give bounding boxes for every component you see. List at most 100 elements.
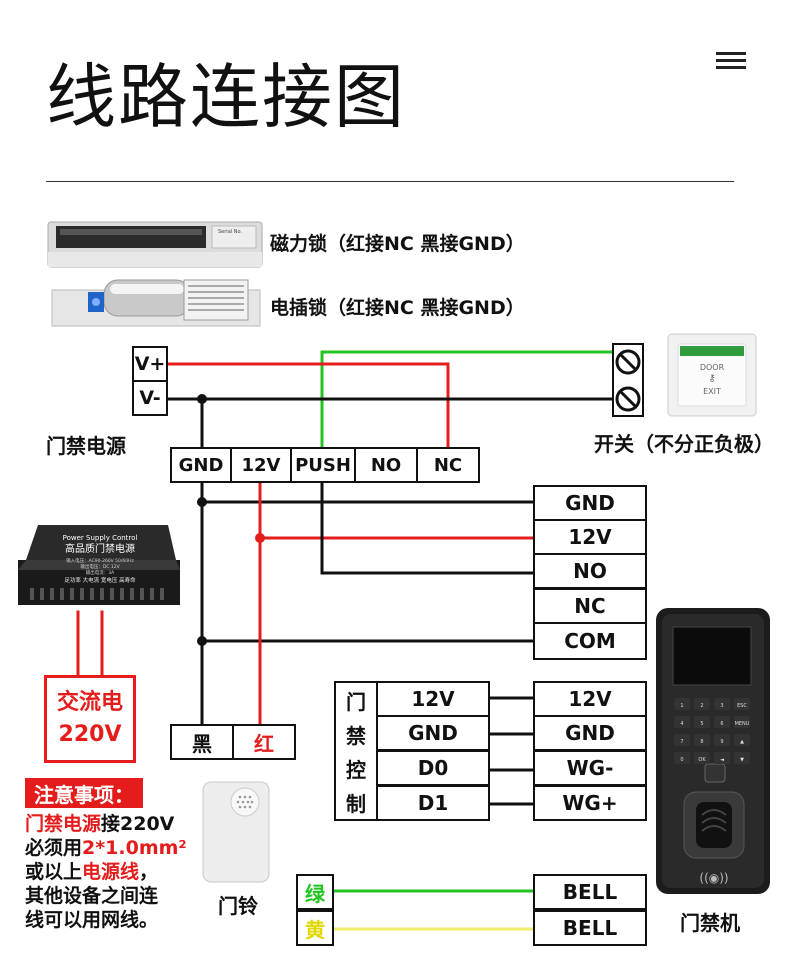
lock-terminal-no: NO (354, 447, 418, 483)
magnetic-lock-label: 磁力锁（红接NC 黑接GND） (270, 233, 525, 255)
lead-black-box: 黑 (170, 724, 234, 760)
controller-terminal-no: NO (533, 553, 647, 589)
bell-terminal-1: BELL (533, 874, 647, 910)
keypad-key-label: 4 (680, 721, 683, 727)
ac-power-box: 交流电 220V (44, 675, 136, 763)
psu-brand-text: Power Supply Control (63, 534, 138, 542)
note-3: 或以上 (25, 861, 83, 883)
keypad-key-label: 5 (700, 721, 703, 727)
keypad-key-label: 3 (720, 703, 723, 709)
lock-terminal-nc: NC (416, 447, 480, 483)
ac-vlabel-1: 门 (346, 689, 366, 714)
notes-text: 门禁电源接220V 必须用2*1.0mm² 或以上电源线， 其他设备之间连 线可… (25, 812, 205, 932)
access-machine-label: 门禁机 (680, 911, 740, 935)
hamburger-menu-icon[interactable] (716, 52, 746, 74)
doorbell-image (202, 781, 270, 883)
ac-vlabel-2: 禁 (346, 723, 366, 748)
keypad-key-label: 9 (720, 739, 723, 745)
bell-wire-green: 绿 (296, 874, 334, 910)
keypad-key-label: ▼ (740, 757, 744, 763)
access-right-wg-minus: WG- (533, 750, 647, 786)
power-terminal-vplus: V+ (132, 346, 168, 382)
keypad-key-label: ◄ (720, 757, 724, 763)
keypad-key-label: 1 (680, 703, 683, 709)
keypad-key[interactable] (674, 716, 690, 728)
rfid-icon: ((◉)) (699, 871, 728, 885)
notes-badge: 注意事项： (25, 778, 143, 808)
keypad-key-label: 7 (680, 739, 683, 745)
keypad-key[interactable] (734, 716, 750, 728)
note-1: 接220V (101, 813, 175, 835)
note-2: 必须用 (25, 837, 83, 859)
psu-spec-2: 输出电压：DC 12V (80, 563, 120, 570)
switch-terminal-block (612, 343, 644, 417)
access-right-gnd: GND (533, 715, 647, 751)
note-5: 线可以用网线。 (25, 909, 159, 931)
keypad-key-label: ▲ (740, 739, 744, 745)
magnetic-lock-image: Serial No. (47, 221, 263, 268)
ac-label: 交流电 (56, 690, 123, 715)
keypad-key[interactable] (694, 752, 710, 764)
access-left-d1: D1 (376, 785, 490, 821)
keypad-key-label: ESC (737, 703, 747, 709)
psu-spec-3: 输出电流：3A (86, 569, 115, 576)
controller-terminal-gnd: GND (533, 485, 647, 521)
lock-terminal-push: PUSH (290, 447, 356, 483)
psu-spec-1: 输入电压：AC90-260V 50/60Hz (66, 557, 134, 564)
ac-vlabel-4: 制 (346, 791, 366, 816)
keypad-key[interactable] (734, 752, 750, 764)
note-3-end: ， (139, 861, 159, 883)
note-red-1: 门禁电源 (25, 813, 102, 835)
psu-main-text: 高品质门禁电源 (65, 542, 135, 555)
power-terminal-vminus: V- (132, 380, 168, 416)
keypad-key[interactable] (674, 698, 690, 710)
doorbell-label: 门铃 (218, 894, 258, 918)
psu-slogan: 足功率 大电流 宽电压 高寿命 (64, 576, 136, 584)
power-supply-label: 门禁电源 (46, 434, 126, 458)
note-4: 其他设备之间连 (25, 885, 159, 907)
lock-terminal-12v: 12V (230, 447, 292, 483)
keypad-key[interactable] (694, 734, 710, 746)
keypad-key[interactable] (734, 734, 750, 746)
keypad-key-label: 6 (720, 721, 723, 727)
magnetic-lock-plate-text: Serial No. (218, 229, 242, 235)
keypad-key[interactable] (734, 698, 750, 710)
title-divider (46, 181, 734, 182)
keypad-key[interactable] (714, 716, 730, 728)
exit-button-image[interactable]: DOOR ⚷ EXIT (667, 333, 757, 417)
key-icon: ⚷ (708, 373, 715, 384)
exit-button-exit-text: EXIT (703, 387, 721, 396)
bell-terminal-2: BELL (533, 910, 647, 946)
bolt-lock-label: 电插锁（红接NC 黑接GND） (270, 297, 525, 319)
access-left-d0: D0 (376, 750, 490, 786)
access-right-wg-plus: WG+ (533, 785, 647, 821)
ac-vlabel-3: 控 (346, 757, 366, 782)
bell-wire-yellow: 黄 (296, 910, 334, 946)
controller-terminal-12v: 12V (533, 519, 647, 555)
keypad-key[interactable] (714, 752, 730, 764)
access-left-12v: 12V (376, 681, 490, 717)
bolt-lock-image (51, 279, 261, 327)
keypad-key[interactable] (714, 698, 730, 710)
page-title: 线路连接图 (46, 56, 406, 138)
keypad-key[interactable] (694, 716, 710, 728)
note-red-2: 2*1.0mm² (82, 837, 187, 859)
access-machine-image: ((◉)) (656, 608, 770, 894)
keypad-key[interactable] (674, 752, 690, 764)
keypad-key[interactable] (694, 698, 710, 710)
wire-junctions (197, 394, 265, 646)
note-red-3: 电源线 (82, 861, 140, 883)
access-left-gnd: GND (376, 715, 490, 751)
keypad-key-label: MENU (735, 721, 750, 727)
switch-label: 开关（不分正负极） (594, 432, 774, 456)
wires (76, 350, 619, 931)
keypad-key-label: 2 (700, 703, 703, 709)
keypad-key[interactable] (674, 734, 690, 746)
power-supply-unit-image: Power Supply Control 高品质门禁电源 输入电压：AC90-2… (18, 525, 180, 605)
keypad-key[interactable] (714, 734, 730, 746)
exit-button-door-text: DOOR (700, 363, 725, 372)
controller-terminal-nc: NC (533, 588, 647, 624)
